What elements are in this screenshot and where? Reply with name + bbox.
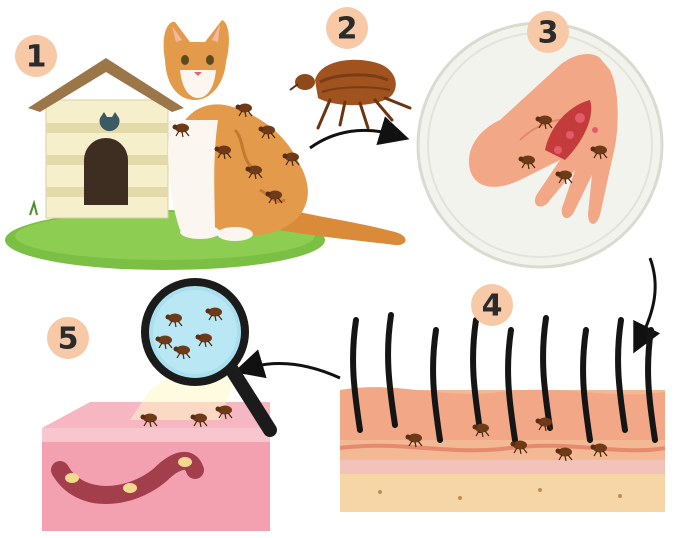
arrow-4-to-5 xyxy=(248,363,340,378)
flea-closeup-icon xyxy=(290,60,410,128)
step-3-scene xyxy=(418,23,662,340)
step-2-scene xyxy=(290,60,410,148)
step-4-scene xyxy=(248,315,665,512)
step-badge-2: 2 xyxy=(326,7,368,49)
step-number-2: 2 xyxy=(337,12,358,47)
step-1-scene xyxy=(5,20,406,270)
step-badge-4: 4 xyxy=(471,284,513,326)
arrow-2-to-3 xyxy=(310,130,395,148)
step-badge-3: 3 xyxy=(527,11,569,53)
step-number-4: 4 xyxy=(482,289,503,324)
cat xyxy=(164,20,406,245)
dog-house xyxy=(28,58,184,218)
step-number-5: 5 xyxy=(58,322,79,357)
step-number-3: 3 xyxy=(538,16,559,51)
step-number-1: 1 xyxy=(26,40,47,75)
step-badge-5: 5 xyxy=(47,317,89,359)
door xyxy=(84,138,128,205)
step-badge-1: 1 xyxy=(15,35,57,77)
